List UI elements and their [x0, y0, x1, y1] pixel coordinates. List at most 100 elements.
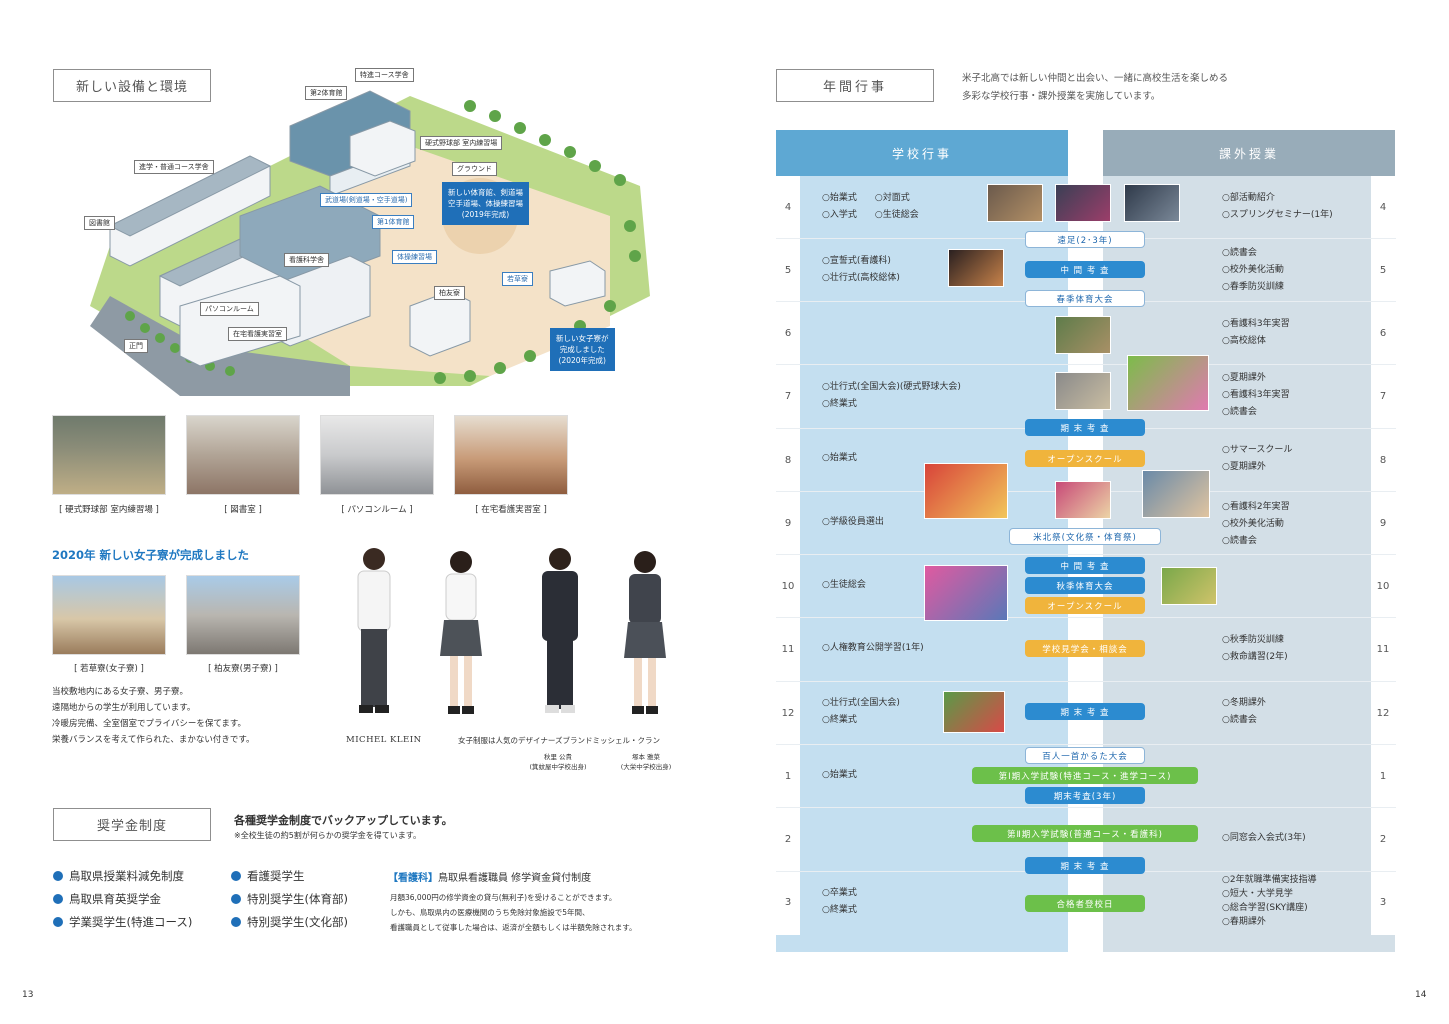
caption-hakuyu: [ 柏友寮(男子寮) ] [208, 664, 278, 674]
annual-events-intro: 米子北高では新しい仲間と出会い、一緒に高校生活を楽しめる 多彩な学校行事・課外授… [962, 73, 1229, 102]
month-strip-left [776, 176, 800, 952]
campus-map: 特進コース学舎 第2体育館 硬式野球部 室内練習場 グラウンド 進学・普通コース… [50, 66, 690, 402]
month-label: 5 [1379, 265, 1387, 276]
photo-assembly [1124, 184, 1180, 222]
photo-soccer [1161, 567, 1217, 605]
extra-classes-jul: ○夏期課外○看護科3年実習○読書会 [1222, 373, 1290, 417]
month-label: 9 [1379, 518, 1387, 529]
photo-nursing-practice [1142, 470, 1210, 518]
month-label: 5 [784, 265, 792, 276]
map-label-library: 図書館 [84, 216, 115, 230]
caption-library: [ 図書室 ] [224, 505, 262, 515]
female-summer-uniform-figure [440, 551, 482, 714]
photo-festival [924, 463, 1008, 519]
male-summer-uniform-figure [357, 548, 391, 713]
map-label-baseball-indoor: 硬式野球部 室内練習場 [420, 136, 503, 150]
school-events-oct: ○生徒総会 [822, 580, 866, 590]
model-1: 秋里 公貴 (箕蚊屋中学校出身) [529, 753, 587, 771]
pill-autumn-sports: 秋季体育大会 [1025, 577, 1145, 594]
male-winter-uniform-figure [542, 548, 578, 713]
page-number-right: 14 [1415, 990, 1427, 1000]
annual-events-title: 年間行事 [776, 69, 934, 102]
month-label: 3 [1379, 897, 1387, 908]
month-label: 1 [784, 771, 792, 782]
month-label: 6 [784, 328, 792, 339]
model-2: 塚本 雅菜 (大栄中学校出身) [620, 753, 672, 771]
map-label-hakuyu: 柏友寮 [434, 286, 465, 300]
map-label-gym1: 第1体育館 [372, 215, 415, 229]
photo-cheer [1127, 355, 1209, 411]
photo-baseball-indoor [52, 415, 166, 495]
extra-classes-apr: ○部活動紹介○スプリングセミナー(1年) [1222, 193, 1333, 220]
school-events-column [776, 176, 1068, 952]
extra-classes-column [1103, 176, 1395, 952]
female-winter-uniform-figure [624, 551, 666, 714]
photo-baseball [1055, 372, 1111, 410]
extra-classes-jun: ○看護科3年実習○高校総体 [1222, 319, 1290, 346]
pill-final-exam-2: 期 末 考 査 [1025, 703, 1145, 720]
dorm-description: 当校敷地内にある女子寮、男子寮。 遠隔地からの学生が利用しています。 冷暖房完備… [52, 687, 255, 745]
bullet-dot-icon [53, 917, 63, 927]
scholarship-item: 鳥取県授業料減免制度 [53, 868, 184, 884]
extra-classes-aug: ○サマースクール○夏期課外 [1222, 445, 1293, 472]
map-label-ground: グラウンド [452, 162, 497, 176]
month-label: 2 [784, 834, 792, 845]
pill-school-tour: 学校見学会・相談会 [1025, 640, 1145, 657]
school-events-dec: ○壮行式(全国大会)○終業式 [822, 698, 900, 725]
scholarship-title: 奨学金制度 [53, 808, 211, 841]
school-events-jul: ○壮行式(全国大会)(硬式野球大会)○終業式 [822, 382, 961, 409]
month-label: 8 [784, 455, 792, 466]
nursing-loan-heading: 【看護科】鳥取県看護職員 修学資金貸付制度 [388, 873, 592, 884]
extra-classes-sep: ○看護科2年実習○校外美化活動○読書会 [1222, 502, 1290, 546]
pill-open-school-2: オープンスクール [1025, 597, 1145, 614]
photo-library [186, 415, 300, 495]
map-label-main-gate: 正門 [124, 339, 148, 353]
scholarship-item: 学業奨学生(特進コース) [53, 914, 192, 930]
map-label-budojo: 武道場(剣道場・空手道場) [320, 193, 413, 207]
photo-candle-ceremony [948, 249, 1004, 287]
school-column-footer [776, 935, 1068, 952]
bullet-dot-icon [231, 917, 241, 927]
scholarship-item: 看護奨学生 [231, 868, 305, 884]
photo-pc-room [320, 415, 434, 495]
photo-sports-festival [924, 565, 1008, 621]
school-events-mar: ○卒業式○終業式 [822, 888, 857, 915]
school-events-jan: ○始業式 [822, 770, 857, 780]
bullet-dot-icon [53, 894, 63, 904]
photo-wakakusa-dorm [52, 575, 166, 655]
month-label: 4 [784, 202, 792, 213]
extra-column-footer [1103, 935, 1395, 952]
map-label-gymnastics: 体操練習場 [392, 250, 437, 264]
facilities-title: 新しい設備と環境 [53, 69, 211, 102]
photo-national-tournament [943, 691, 1005, 733]
month-label: 10 [781, 581, 795, 592]
map-label-gym2: 第2体育館 [305, 86, 348, 100]
photo-ceremony [987, 184, 1043, 222]
school-events-may: ○宣誓式(看護科)○壮行式(高校総体) [822, 256, 900, 283]
school-events-sep: ○学級役員選出 [822, 517, 884, 527]
pill-midterm: 中 間 考 査 [1025, 261, 1145, 278]
month-label: 2 [1379, 834, 1387, 845]
map-label-pc-room: パソコンルーム [200, 302, 259, 316]
school-events-apr: ○始業式 ○対面式○入学式 ○生徒総会 [822, 193, 919, 220]
uniform-note: 女子制服は人気のデザイナーズブランドミッシェル・クラン [458, 736, 660, 745]
map-label-tokushin: 特進コース学舎 [355, 68, 414, 82]
scholarship-sub: ※全校生徒の約5割が何らかの奨学金を得ています。 [234, 831, 421, 840]
brand-logo: MICHEL KLEIN [346, 735, 422, 745]
bullet-dot-icon [231, 894, 241, 904]
page-number-left: 13 [22, 990, 34, 1000]
month-label: 3 [784, 897, 792, 908]
dorm-heading: 2020年 新しい女子寮が完成しました [52, 548, 250, 562]
extra-classes-may: ○読書会○校外美化活動○春季防災訓練 [1222, 248, 1284, 292]
scholarship-item: 鳥取県育英奨学金 [53, 891, 161, 907]
photo-hakuyu-dorm [186, 575, 300, 655]
pill-admitted-day: 合格者登校日 [1025, 895, 1145, 912]
school-events-nov: ○人権教育公開学習(1年) [822, 643, 924, 653]
caption-home-nursing: [ 在宅看護実習室 ] [475, 505, 547, 515]
month-label: 1 [1379, 771, 1387, 782]
scholarship-item: 特別奨学生(体育部) [231, 891, 348, 907]
pill-midterm-2: 中 間 考 査 [1025, 557, 1145, 574]
pill-final-exam-3: 期 末 考 査 [1025, 857, 1145, 874]
month-label: 7 [1379, 391, 1387, 402]
month-strip-right [1371, 176, 1395, 952]
